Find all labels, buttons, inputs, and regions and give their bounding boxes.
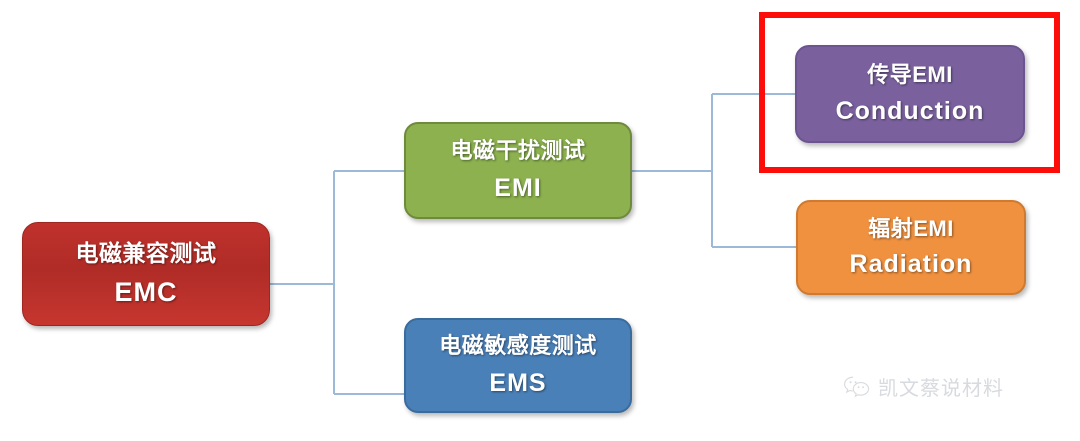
highlight-frame-conduction xyxy=(759,12,1060,173)
node-conduction[interactable]: 传导EMI Conduction xyxy=(795,45,1025,143)
watermark-text: 凯文蔡说材料 xyxy=(878,376,1004,400)
node-conduction-title-cn: 传导EMI xyxy=(867,62,953,88)
node-radiation-title-en: Radiation xyxy=(849,250,973,279)
node-emi-title-cn: 电磁干扰测试 xyxy=(450,138,586,164)
node-ems[interactable]: 电磁敏感度测试 EMS xyxy=(404,318,632,413)
node-emc-title-en: EMC xyxy=(114,277,178,308)
node-emc[interactable]: 电磁兼容测试 EMC xyxy=(22,222,270,326)
wechat-icon xyxy=(843,375,871,399)
node-ems-title-cn: 电磁敏感度测试 xyxy=(439,333,597,359)
node-emi-title-en: EMI xyxy=(494,173,542,202)
node-emi[interactable]: 电磁干扰测试 EMI xyxy=(404,122,632,219)
node-emc-title-cn: 电磁兼容测试 xyxy=(75,239,217,266)
watermark: 凯文蔡说材料 xyxy=(843,372,1004,401)
node-conduction-title-en: Conduction xyxy=(835,96,985,125)
node-radiation[interactable]: 辐射EMI Radiation xyxy=(796,200,1026,295)
node-radiation-title-cn: 辐射EMI xyxy=(868,215,954,241)
node-ems-title-en: EMS xyxy=(489,368,547,397)
